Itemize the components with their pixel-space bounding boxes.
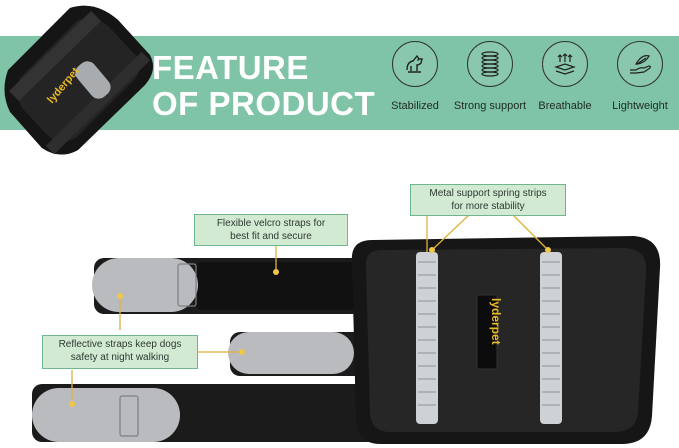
feature-label: Breathable [538,100,592,112]
strap-bottom [32,384,392,442]
callout-text: Metal support spring strips [429,188,547,199]
feature-label: Lightweight [612,100,668,112]
dog-icon [392,41,438,87]
strap-top [92,258,384,314]
feature-lightweight: Lightweight [599,41,679,112]
spring-strip-left [416,252,438,424]
product-thumbnail-overlay: lyderpet [4,5,154,155]
strap-middle [228,332,390,376]
feature-breathable: Breathable [524,41,606,112]
callout-connectors [69,213,551,407]
feature-strong-support: Strong support [449,41,531,112]
feature-label: Strong support [453,100,527,112]
callout-text: safety at night walking [70,352,170,363]
brand-tag: lyderpet [476,294,503,370]
callout-text: for more stability [451,201,525,212]
banner-title-line2: OF PRODUCT [152,85,376,122]
brand-tag-label: lyderpet [489,298,503,345]
spring-coil-icon [467,41,513,87]
callout-text: Reflective straps keep dogs [58,339,182,350]
callout-velcro-straps: Flexible velcro straps for best fit and … [194,214,348,246]
callout-metal-springs: Metal support spring strips for more sta… [410,184,566,216]
spring-strip-right [540,252,562,424]
callout-text: Flexible velcro straps for [216,218,326,229]
callout-text: best fit and secure [230,231,312,242]
feature-label: Stabilized [391,100,439,112]
brace-pad [351,236,661,444]
breathable-layers-icon [542,41,588,87]
hand-feather-icon [617,41,663,87]
banner-title-line1: FEATURE [152,49,309,86]
feature-stabilized: Stabilized [374,41,456,112]
callout-reflective-straps: Reflective straps keep dogs safety at ni… [42,335,198,369]
